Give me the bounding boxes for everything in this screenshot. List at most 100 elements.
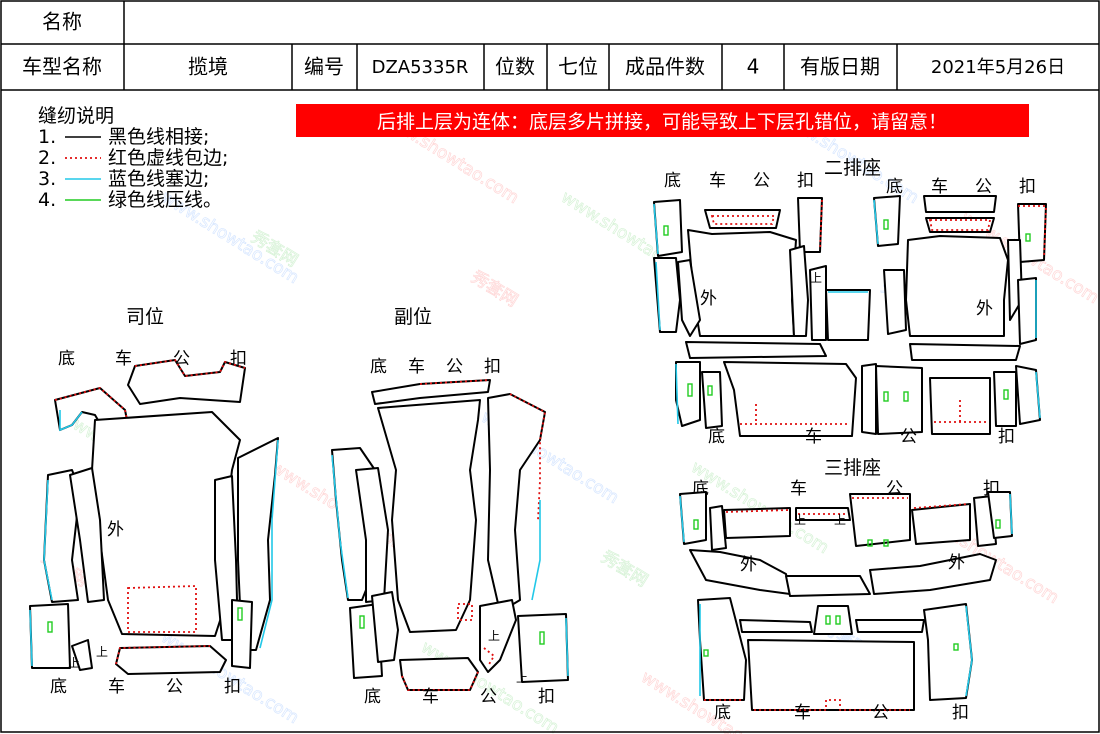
label-shang: 上 [516,671,528,685]
label-di: 底 [50,677,67,697]
pattern-piece [399,657,479,691]
pattern-piece [723,361,857,437]
pattern-piece [1015,365,1041,425]
legend-title: 缝纫说明 [38,105,114,127]
pressline-mark [1003,389,1009,400]
header-text: 名称 车型名称 揽境 编号 DZA5335R 位数 七位 成品件数 4 有版日期… [22,10,1065,79]
third-row-pattern: 三排座 底 车 公 扣 上 上 外 外 [679,457,1013,723]
pattern-piece [371,591,399,663]
pressline-mark [539,631,545,645]
label-gong: 公 [446,357,463,377]
label-shang: 上 [794,513,806,527]
label-kou: 扣 [998,427,1015,447]
pressline-mark [883,219,889,230]
pattern-piece [883,269,907,335]
pattern-piece [911,503,971,545]
pattern-piece [861,363,877,435]
section-title-third-row: 三排座 [824,457,881,479]
label-che: 车 [422,687,439,707]
model-value: 揽境 [188,55,228,79]
label-gong: 公 [480,687,497,707]
name-label: 名称 [42,10,82,34]
pressline-mark [1025,233,1031,242]
section-title-driver: 司位 [126,306,164,328]
model-label: 车型名称 [22,55,102,79]
pressline-mark [883,539,889,547]
label-wai: 外 [948,553,965,573]
pressline-mark [687,383,693,397]
pattern-piece [723,507,791,539]
label-che: 车 [115,349,132,369]
pressline-mark [707,385,713,396]
pattern-piece [909,343,1021,361]
pressline-mark [663,225,669,236]
seats-label: 位数 [495,55,535,79]
warning-banner: 后排上层为连体：底层多片拼接，可能导致上下层孔错位，请留意！ [296,104,1029,137]
label-che: 车 [794,703,811,723]
label-che: 车 [805,427,822,447]
pattern-piece [701,371,723,429]
pattern-piece [687,229,797,337]
pattern-piece [677,259,701,337]
label-kou: 扣 [797,171,814,191]
label-di: 底 [708,427,725,447]
pattern-piece [813,605,853,635]
pressline-mark [835,615,841,625]
legend-num-2: 2. [38,147,56,169]
label-gong: 公 [166,677,183,697]
label-che: 车 [790,479,807,499]
pattern-piece [797,197,823,253]
pattern-piece [1017,203,1047,263]
pattern-piece [71,639,93,671]
legend-text-4: 绿色线压线。 [108,189,222,211]
pieces-label: 成品件数 [625,55,705,79]
date-value: 2021年5月26日 [931,57,1065,78]
legend-num-1: 1. [38,126,56,148]
label-gong: 公 [753,171,770,191]
warning-text: 后排上层为连体：底层多片拼接，可能导致上下层孔错位，请留意！ [377,111,947,133]
label-di: 底 [886,177,903,197]
label-wai: 外 [976,299,993,319]
pieces-value: 4 [747,55,760,79]
label-kou: 扣 [952,703,969,723]
label-wai: 外 [740,555,757,575]
pressline-mark [47,621,53,633]
pattern-piece [69,467,105,603]
label-di: 底 [714,703,731,723]
label-gong: 公 [975,177,992,197]
pattern-piece [29,603,71,669]
label-kou: 扣 [484,357,501,377]
label-che: 车 [931,177,948,197]
label-kou: 扣 [1019,177,1036,197]
pattern-piece [709,505,727,551]
label-di: 底 [58,349,75,369]
pattern-piece [923,603,973,701]
pattern-piece [785,575,871,597]
label-che: 车 [108,677,125,697]
legend-num-3: 3. [38,168,56,190]
label-shang: 上 [810,271,822,285]
pattern-piece [704,209,781,229]
pattern-piece [231,599,253,669]
label-shang: 上 [96,645,108,659]
passenger-seat-pattern: 副位 底 车 公 扣 外 上 上 底 车 公 扣 [331,306,569,707]
pattern-piece [685,341,827,359]
label-shang: 上 [488,629,500,643]
pattern-piece [925,217,995,233]
second-row-pattern: 二排座 底 车 公 扣 底 车 公 扣 外 上 外 [653,157,1047,447]
label-shang: 上 [68,656,80,670]
pattern-piece [697,597,747,701]
pattern-piece [869,553,997,595]
pattern-piece [517,613,569,683]
pattern-piece [809,265,827,341]
label-kou: 扣 [224,677,241,697]
warning-bg [296,104,1029,137]
pattern-piece [739,619,813,633]
pressline-mark [703,649,709,657]
pattern-piece [855,619,925,633]
legend-text-2: 红色虚线包边; [108,147,228,169]
section-title-second-row: 二排座 [824,157,881,179]
label-wai: 外 [107,520,124,540]
pattern-piece [987,491,1013,539]
